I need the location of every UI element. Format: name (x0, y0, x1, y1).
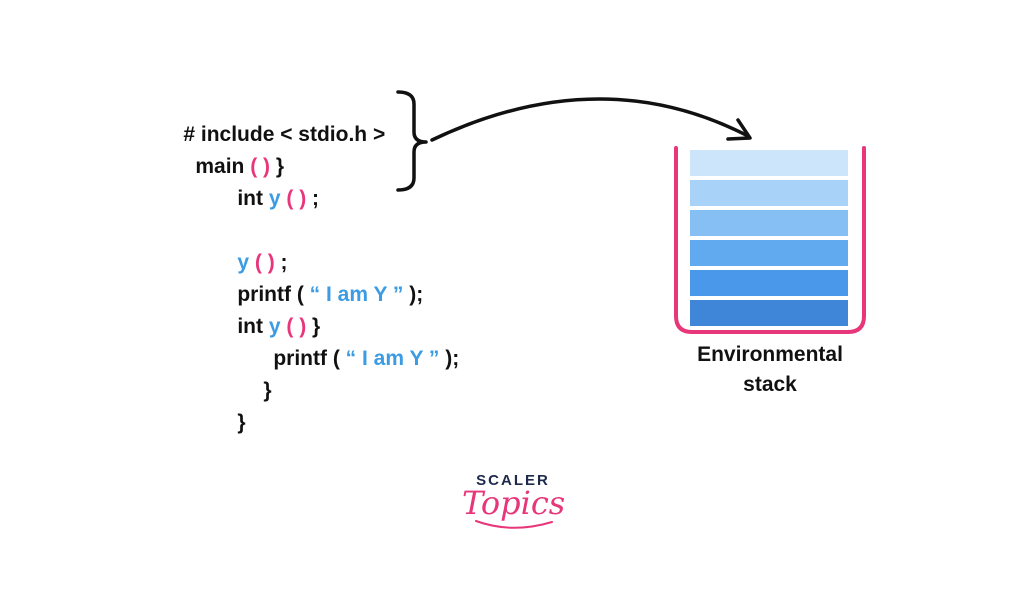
brand-logo-scaler: SCALER (476, 472, 550, 489)
stack-label-line1: Environmental (697, 343, 843, 366)
code-line-int-y-declaration: int y ( ) ; (237, 187, 320, 210)
stack-block-4 (690, 240, 848, 266)
brand-swoosh (475, 520, 553, 529)
stack-block-2 (690, 180, 848, 206)
stack-block-3 (690, 210, 848, 236)
code-line-int-y-definition: int y ( ) } (237, 315, 321, 338)
arrow-head-icon (726, 118, 752, 141)
code-line-close-brace-outer: } (237, 411, 246, 434)
stack-blocks (690, 150, 848, 326)
code-line-y-call: y ( ) ; (237, 251, 288, 274)
stack-label-line2: stack (743, 373, 797, 396)
code-line-include: # include < stdio.h > (183, 123, 386, 146)
flow-arrow (430, 97, 750, 142)
code-line-close-brace-inner: } (263, 379, 272, 402)
brand-logo-topics: Topics (462, 484, 566, 522)
code-line-main: main ( ) } (195, 155, 285, 178)
stack-block-6 (690, 300, 848, 326)
code-line-printf-2: printf ( “ I am Y ” ); (273, 347, 460, 370)
stack-block-1 (690, 150, 848, 176)
curly-brace (396, 90, 428, 192)
stack-container (674, 146, 866, 334)
stack-block-5 (690, 270, 848, 296)
code-line-printf-1: printf ( “ I am Y ” ); (237, 283, 424, 306)
